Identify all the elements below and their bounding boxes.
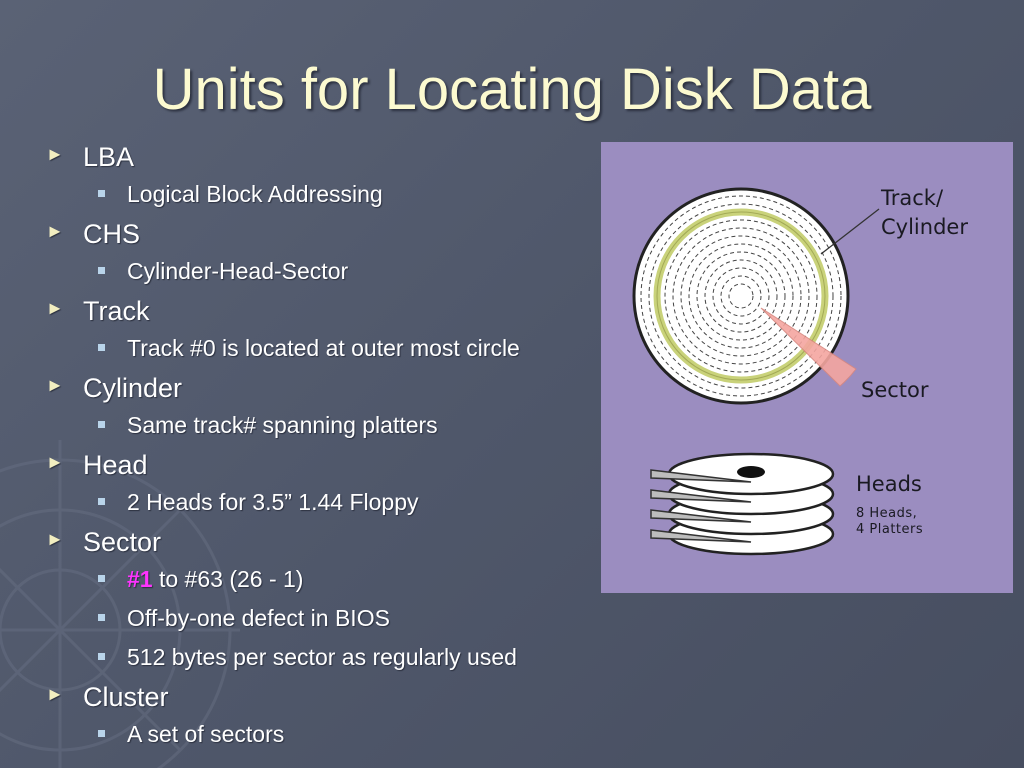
square-bullet-icon <box>98 498 105 505</box>
bullet-list: ► LBA Logical Block Addressing ► CHS Cyl… <box>46 140 606 757</box>
bullet-lba: ► LBA <box>46 142 135 172</box>
sub-bullet-head: 2 Heads for 3.5” 1.44 Floppy <box>46 486 606 525</box>
square-bullet-icon <box>98 421 105 428</box>
triangle-bullet-icon: ► <box>46 684 64 704</box>
sub-bullet-sector-defect: Off-by-one defect in BIOS <box>46 602 606 641</box>
square-bullet-icon <box>98 267 105 274</box>
bullet-track: ► Track <box>46 296 150 326</box>
bullet-cylinder: ► Cylinder <box>46 373 183 403</box>
disk-diagram: Track/ Cylinder Sector Heads 8 Heads, 4 … <box>601 142 1013 593</box>
bullet-chs: ► CHS <box>46 219 141 249</box>
sub-bullet-cylinder: Same track# spanning platters <box>46 409 606 448</box>
highlighted-sector-number: #1 <box>127 566 153 592</box>
bullet-head: ► Head <box>46 450 148 480</box>
square-bullet-icon <box>98 653 105 660</box>
sub-bullet-track: Track #0 is located at outer most circle <box>46 332 606 371</box>
sub-bullet-chs: Cylinder-Head-Sector <box>46 255 606 294</box>
triangle-bullet-icon: ► <box>46 375 64 395</box>
square-bullet-icon <box>98 344 105 351</box>
triangle-bullet-icon: ► <box>46 221 64 241</box>
sub-bullet-lba: Logical Block Addressing <box>46 178 606 217</box>
stacked-platters <box>650 452 835 556</box>
sector-wedge <box>760 307 857 387</box>
platter-top-view <box>632 187 850 405</box>
sector-label: Sector <box>861 378 929 402</box>
square-bullet-icon <box>98 614 105 621</box>
heads-detail-label: 8 Heads, 4 Platters <box>856 506 924 537</box>
square-bullet-icon <box>98 190 105 197</box>
disk-diagram-graphic <box>632 187 880 556</box>
track-rings <box>640 195 842 397</box>
track-pointer-line <box>820 208 880 255</box>
sub-bullet-sector-bytes: 512 bytes per sector as regularly used <box>46 641 606 680</box>
sub-bullet-cluster: A set of sectors <box>46 718 606 757</box>
triangle-bullet-icon: ► <box>46 529 64 549</box>
track-cylinder-label: Track/ Cylinder <box>881 186 968 239</box>
bullet-cluster: ► Cluster <box>46 682 169 712</box>
bullet-sector: ► Sector <box>46 527 162 557</box>
square-bullet-icon <box>98 575 105 582</box>
sub-bullet-sector-range: #1 to #63 (26 - 1) <box>46 563 606 602</box>
square-bullet-icon <box>98 730 105 737</box>
triangle-bullet-icon: ► <box>46 452 64 472</box>
slide-title: Units for Locating Disk Data <box>152 57 872 122</box>
triangle-bullet-icon: ► <box>46 298 64 318</box>
triangle-bullet-icon: ► <box>46 144 64 164</box>
heads-label: Heads <box>856 472 922 496</box>
